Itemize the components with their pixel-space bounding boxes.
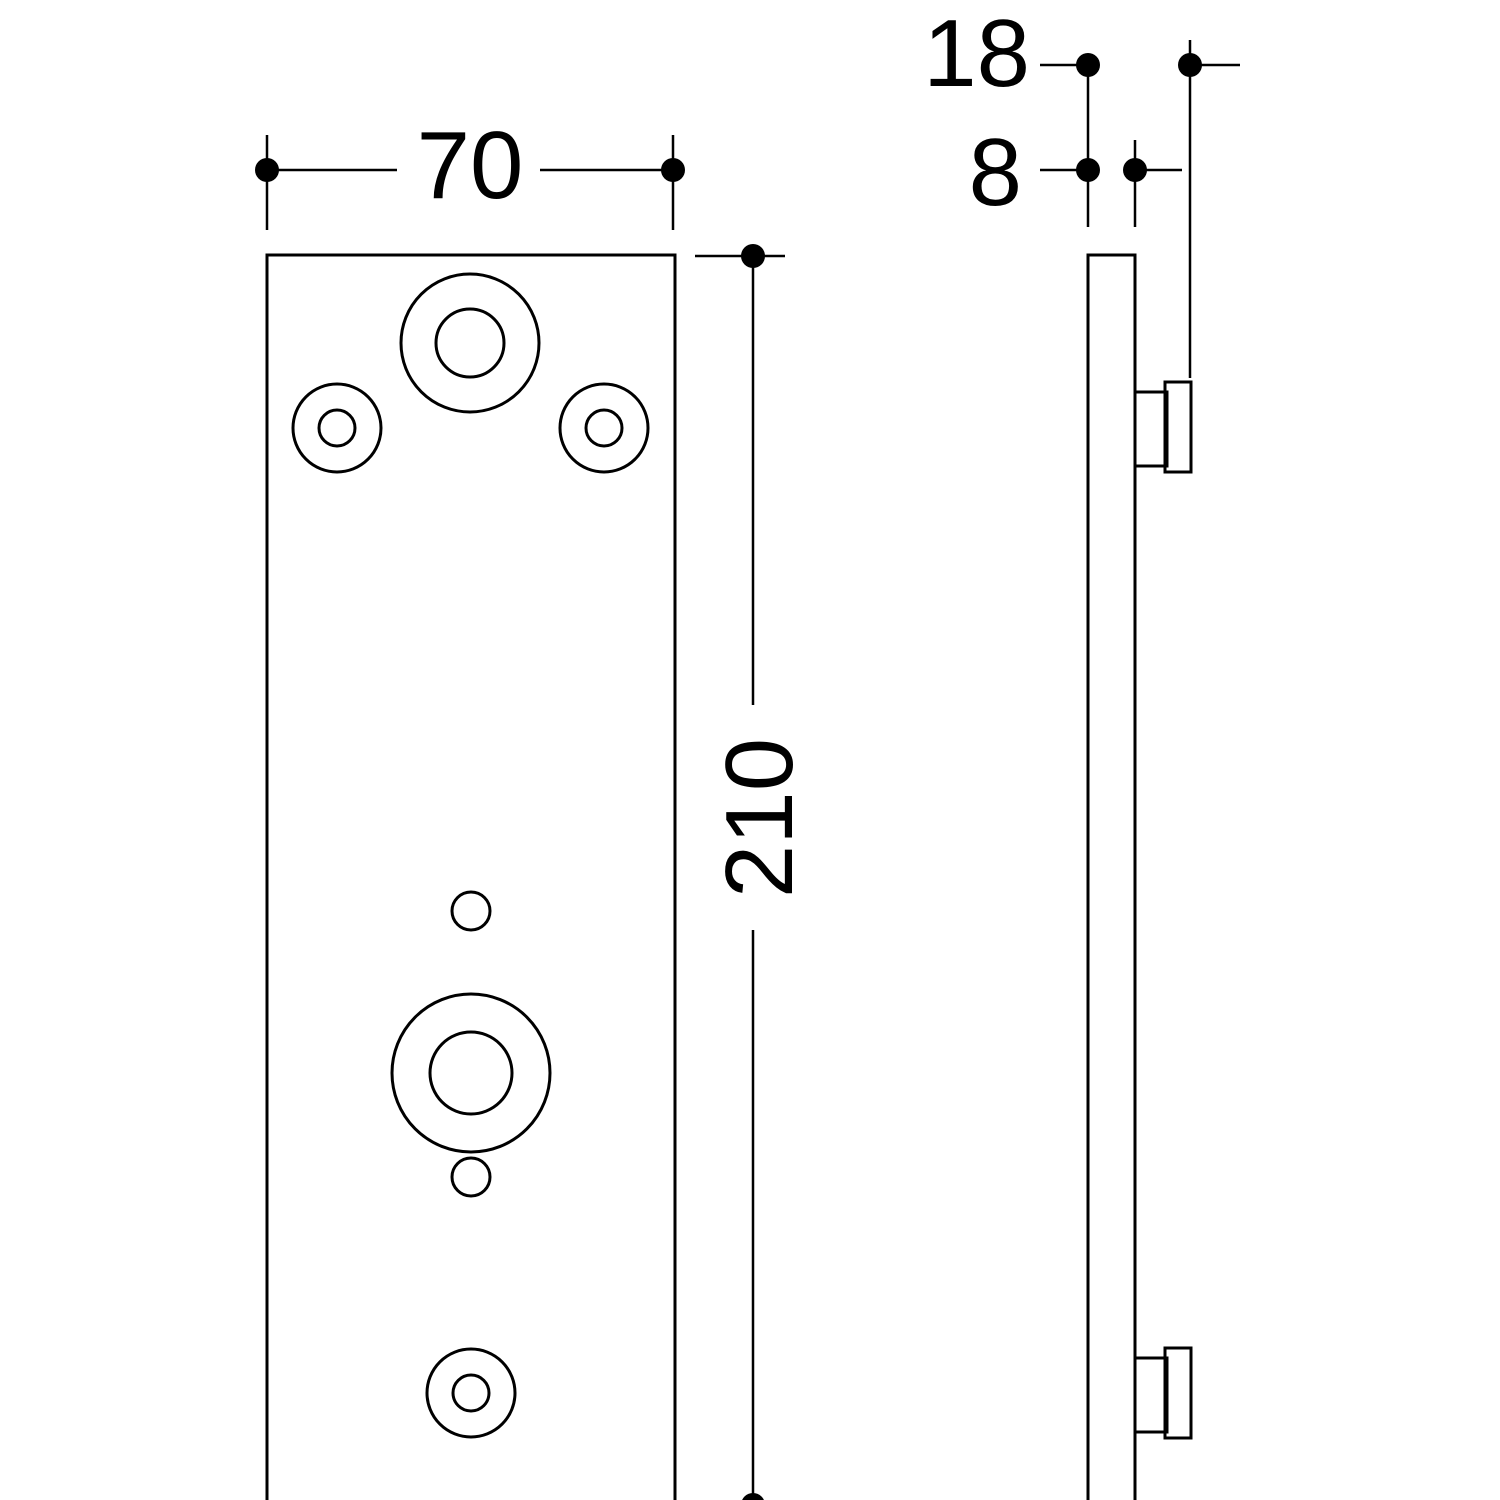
side-plate-label: 8 <box>969 119 1022 226</box>
side-total-label: 18 <box>923 0 1030 107</box>
side-plate-outline <box>1086 253 1137 1500</box>
side-bottom-stud <box>1133 1346 1193 1440</box>
top-center-mount-hole <box>399 272 541 414</box>
side-dimensions: 18 8 <box>923 0 1240 378</box>
side-view <box>1086 253 1193 1500</box>
top-right-screw-hole <box>558 382 650 474</box>
width-dimension: 70 <box>255 112 685 230</box>
height-dimension: 210 <box>695 244 813 1500</box>
lower-small-hole <box>450 1156 492 1198</box>
bottom-screw-hole <box>425 1347 517 1439</box>
height-label: 210 <box>706 738 813 898</box>
top-left-screw-hole <box>291 382 383 474</box>
front-view <box>265 253 677 1500</box>
upper-small-hole <box>450 890 492 932</box>
lower-center-mount-hole <box>390 992 552 1154</box>
width-label: 70 <box>417 112 524 219</box>
front-plate-outline <box>265 253 677 1500</box>
side-top-stud <box>1133 380 1193 474</box>
